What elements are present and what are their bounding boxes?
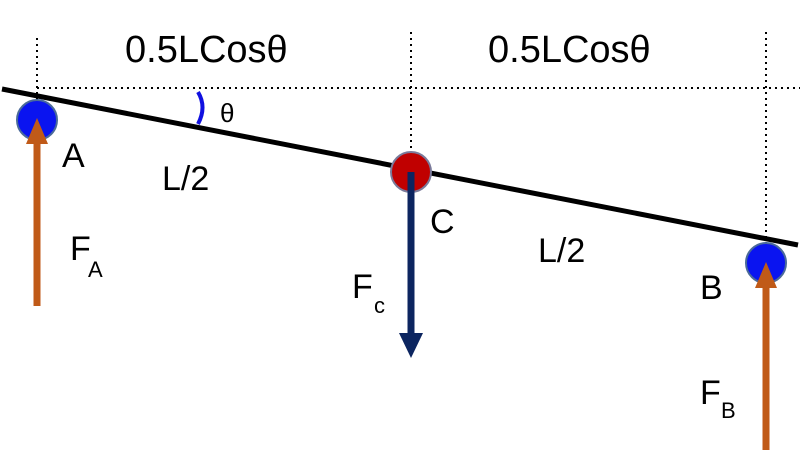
weight-arrow-c-head — [399, 333, 423, 358]
span-right-label: 0.5LCosθ — [488, 29, 651, 71]
force-a-label: F — [70, 230, 91, 268]
force-c-subscript: c — [374, 293, 385, 318]
force-c-label: F — [352, 268, 373, 306]
point-a-label: A — [62, 137, 85, 175]
half-length-left-label: L/2 — [162, 160, 209, 198]
force-arrow-a-head — [26, 118, 48, 144]
point-c-label: C — [430, 203, 455, 241]
force-c-main: F — [352, 268, 373, 306]
force-b-label: F — [700, 374, 721, 412]
angle-label: θ — [220, 98, 234, 128]
span-left-label: 0.5LCosθ — [125, 29, 288, 71]
half-length-right-label: L/2 — [538, 232, 585, 270]
force-a-subscript: A — [88, 257, 103, 282]
force-a-main: F — [70, 230, 91, 268]
force-b-main: F — [700, 374, 721, 412]
angle-arc — [196, 90, 205, 125]
force-arrow-b-head — [755, 262, 777, 288]
force-b-subscript: B — [721, 398, 736, 423]
point-b-label: B — [700, 269, 723, 307]
